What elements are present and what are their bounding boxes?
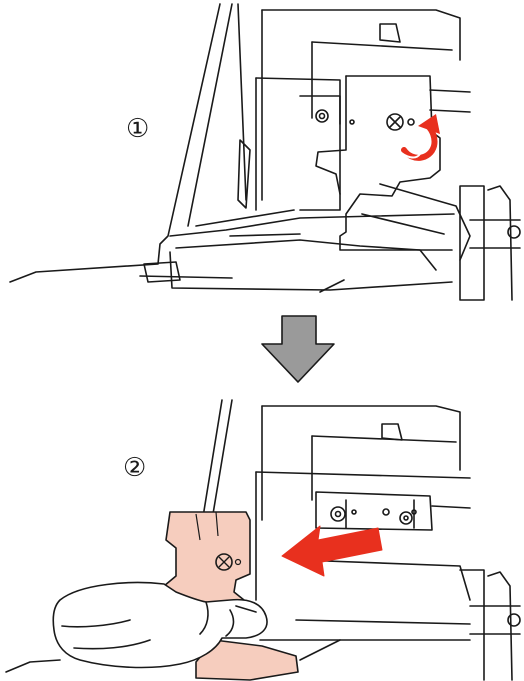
step-number-2: ② [123,455,146,481]
arrow-left-icon [282,526,382,576]
